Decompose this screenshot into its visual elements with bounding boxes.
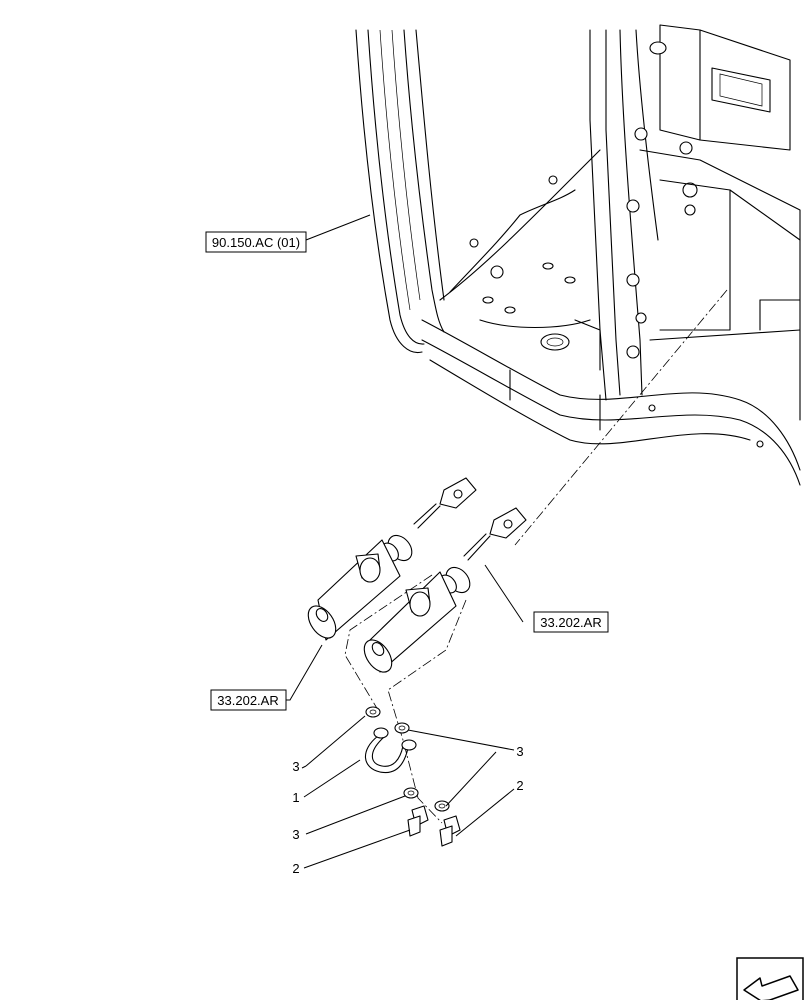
washer-right-bottom [434, 800, 450, 812]
pillar-bolts [626, 127, 693, 359]
reference-label: 33.202.AR [540, 615, 601, 630]
washer-right-top [394, 722, 410, 734]
banjo-bolt-left [407, 805, 429, 837]
brake-master-cylinder-right [363, 507, 527, 673]
reference-box-top[interactable]: 90.150.AC (01) [205, 231, 307, 253]
callout-2: 2 [516, 778, 523, 793]
callout-numbers: 3 1 3 2 3 2 [292, 744, 523, 876]
connecting-pipe [364, 727, 417, 774]
washer-left-top [365, 706, 381, 718]
callout-3: 3 [292, 827, 299, 842]
callout-3: 3 [516, 744, 523, 759]
callout-3: 3 [292, 759, 299, 774]
reference-label: 33.202.AR [217, 693, 278, 708]
callout-1: 1 [292, 790, 299, 805]
reference-box-right[interactable]: 33.202.AR [533, 611, 609, 633]
reference-label: 90.150.AC (01) [212, 235, 300, 250]
reference-box-left[interactable]: 33.202.AR [210, 689, 287, 711]
brake-master-cylinder-left [307, 477, 477, 641]
callout-2: 2 [292, 861, 299, 876]
washer-left-bottom [403, 787, 419, 799]
banjo-bolt-right [439, 815, 461, 847]
leader-lines [286, 214, 524, 869]
assembly-centerline [344, 289, 728, 824]
arrow-icon[interactable] [736, 957, 804, 1005]
cab-frame [355, 24, 801, 486]
